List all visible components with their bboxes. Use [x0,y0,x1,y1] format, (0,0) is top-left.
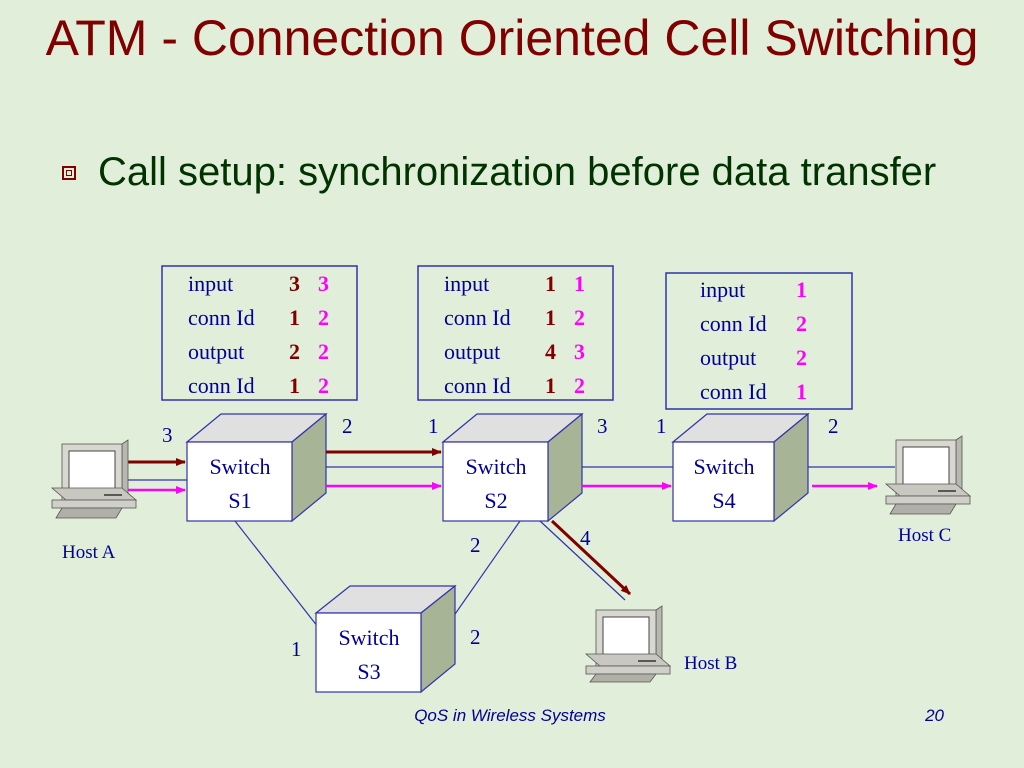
table-s1-row-v1: 3 [289,271,300,296]
table-s2-box [417,265,614,401]
switch-s2-label: Switch [465,454,526,479]
port-label-s1-in: 3 [162,423,173,447]
bullet-text: Call setup: synchronization before data … [98,150,937,194]
switch-s4[interactable] [671,412,810,523]
table-s1-row-label: output [188,339,244,364]
switch-s3-id: S3 [357,659,380,684]
table-s4-box [665,272,853,410]
port-label-s2-out-right: 3 [597,414,608,438]
switch-s1-label: Switch [209,454,270,479]
port-label-s2-in: 1 [428,414,439,438]
switch-s1[interactable] [185,412,328,523]
table-s2-row-v1: 1 [545,305,556,330]
host-c-label: Host C [898,525,951,546]
table-s4-row-v2: 2 [796,311,807,336]
table-s2-row-v1: 1 [545,373,556,398]
link-s2-hostb [539,520,626,601]
switch-s3-label: Switch [338,625,399,650]
table-s1-row-label: input [188,271,233,296]
table-s2-row-v2: 2 [574,373,585,398]
table-s2-row-label: conn Id [444,305,511,330]
switch-s4-id: S4 [712,488,735,513]
setup-arrow-s2-hostb [550,519,632,596]
table-s1-row-v1: 1 [289,373,300,398]
table-s1-row-v2: 2 [318,373,329,398]
port-label-s1-out: 2 [342,414,353,438]
port-label-s4-in: 1 [656,414,667,438]
table-s2-row-v2: 3 [574,339,585,364]
table-s2-row-label: input [444,271,489,296]
footer-title: QoS in Wireless Systems [414,706,606,725]
link-s2-s3 [452,520,521,618]
host-a-label: Host A [62,542,116,563]
port-label-s4-out: 2 [828,414,839,438]
table-s2-row-v2: 1 [574,271,585,296]
table-s4-row-label: conn Id [700,379,767,404]
table-s4-row-v2: 2 [796,345,807,370]
page-number: 20 [925,706,944,725]
port-label-s3-right: 2 [470,625,481,649]
table-s1-row-label: conn Id [188,305,255,330]
port-label-s3-left: 1 [291,637,302,661]
host-b-label: Host B [684,653,737,674]
table-s4-row-label: input [700,277,745,302]
switch-s2[interactable] [441,412,584,523]
table-s1-row-v2: 3 [318,271,329,296]
square-bullet-icon [62,166,76,180]
port-label-s2-out-down: 4 [580,526,591,550]
table-s1-row-label: conn Id [188,373,255,398]
table-s2-row-v1: 1 [545,271,556,296]
table-s1-row-v2: 2 [318,339,329,364]
slide-title: ATM - Connection Oriented Cell Switching [45,10,979,66]
table-s4-row-label: output [700,345,756,370]
table-s1-row-v1: 2 [289,339,300,364]
table-s1-box [161,265,358,401]
table-s4-row-v2: 1 [796,277,807,302]
table-s1-row-v2: 2 [318,305,329,330]
table-s2-row-v1: 4 [545,339,556,364]
link-s1-s3 [234,520,319,628]
table-s4-row-label: conn Id [700,311,767,336]
switch-s4-label: Switch [693,454,754,479]
port-label-s2-down: 2 [470,533,481,557]
host-b-computer-icon[interactable] [584,605,672,683]
host-c-computer-icon[interactable] [884,435,972,515]
switch-s1-id: S1 [228,488,251,513]
table-s2-row-label: conn Id [444,373,511,398]
table-s2-row-v2: 2 [574,305,585,330]
table-s1-row-v1: 1 [289,305,300,330]
host-a-computer-icon[interactable] [50,439,138,519]
table-s4-row-v2: 1 [796,379,807,404]
switch-s3[interactable] [314,584,457,694]
switch-s2-id: S2 [484,488,507,513]
table-s2-row-label: output [444,339,500,364]
